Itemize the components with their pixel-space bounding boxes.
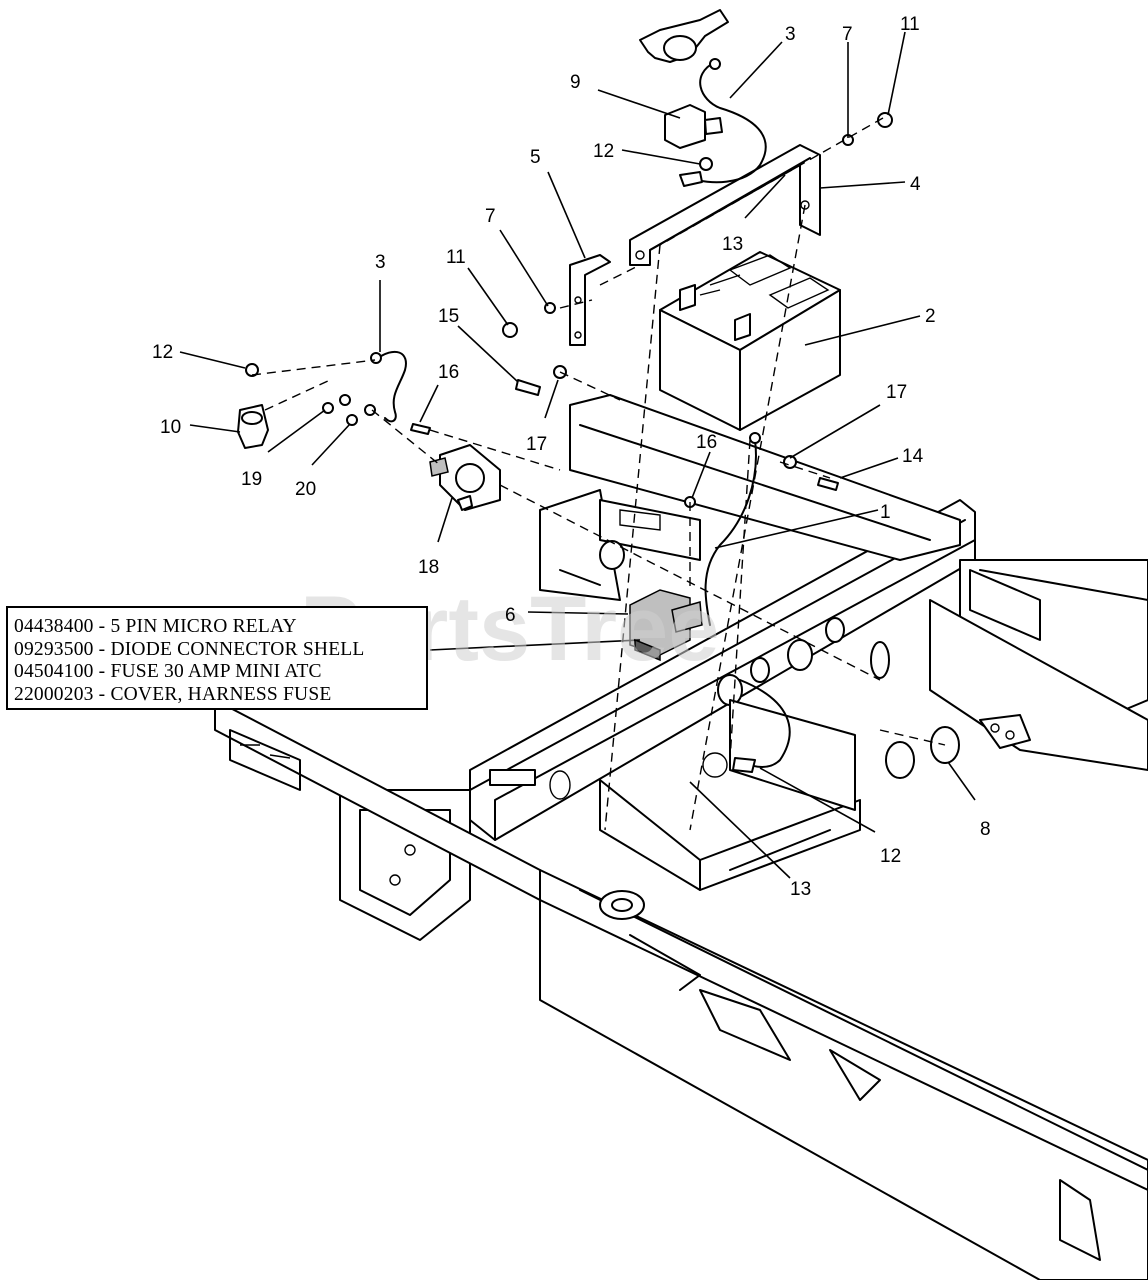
callout-16-left: 16 (438, 362, 459, 383)
callout-12-left: 12 (152, 342, 173, 363)
terminal-boot-10 (237, 404, 269, 449)
callout-19: 19 (241, 469, 262, 490)
chassis-frame (214, 394, 1148, 1280)
legend-line: 04438400 - 5 PIN MICRO RELAY (14, 616, 297, 637)
callout-3-left: 3 (375, 252, 386, 273)
terminal-boot-top (639, 9, 729, 63)
callout-8: 8 (980, 819, 991, 840)
callout-2: 2 (925, 306, 936, 327)
callout-13-bottom: 13 (790, 879, 811, 900)
terminal-boot-9 (664, 104, 723, 149)
callout-10: 10 (160, 417, 181, 438)
grommets-8 (599, 540, 960, 779)
battery-hold-down-bracket (629, 144, 821, 266)
micro-relay-assembly (629, 589, 703, 662)
legend-line: 04504100 - FUSE 30 AMP MINI ATC (14, 661, 322, 682)
callout-1: 1 (880, 502, 891, 523)
starter-solenoid (429, 444, 501, 511)
hardware (245, 112, 893, 508)
callout-20: 20 (295, 479, 316, 500)
part-number-legend: 04438400 - 5 PIN MICRO RELAY 09293500 - … (6, 606, 428, 710)
callout-7-top: 7 (842, 24, 853, 45)
battery-cable-3-left (370, 350, 407, 423)
callout-14: 14 (902, 446, 924, 467)
leader-lines (179, 31, 976, 879)
callout-6: 6 (505, 605, 516, 626)
callout-18: 18 (418, 557, 439, 578)
callout-numbers: 3 7 11 9 12 5 4 13 7 11 3 2 15 12 16 17 … (152, 14, 991, 900)
callout-12-top: 12 (593, 141, 614, 162)
legend-line: 09293500 - DIODE CONNECTOR SHELL (14, 638, 365, 660)
callout-17-left: 17 (526, 434, 547, 455)
callout-12-bottom: 12 (880, 846, 901, 867)
callout-17-right: 17 (886, 382, 907, 403)
callout-9: 9 (570, 72, 581, 93)
callout-4: 4 (910, 174, 921, 195)
callout-11-mid: 11 (446, 247, 466, 268)
callout-16-mid: 16 (696, 432, 717, 453)
battery-cable-3-top (679, 58, 767, 187)
callout-11-top: 11 (900, 14, 920, 35)
negative-cable-1 (704, 432, 791, 773)
callout-3-top: 3 (785, 24, 796, 45)
callout-7-mid: 7 (485, 206, 496, 227)
callout-13-top: 13 (722, 234, 743, 255)
callout-15: 15 (438, 306, 459, 327)
battery (659, 251, 841, 431)
callout-5: 5 (530, 147, 541, 168)
legend-line: 22000203 - COVER, HARNESS FUSE (14, 683, 332, 705)
assembly-lines (251, 117, 946, 831)
